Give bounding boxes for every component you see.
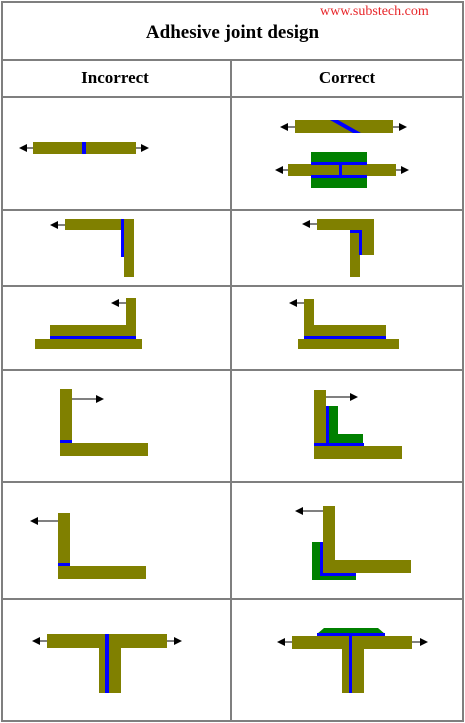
l-butt-joint-pull-diagram — [30, 513, 146, 579]
angle-lap-on-plate-diagram — [289, 299, 399, 349]
t-joint-with-strap-diagram — [277, 628, 428, 693]
column-header-correct: Correct — [318, 68, 376, 87]
l-joint-with-angle-reinforcement-diagram — [314, 390, 402, 459]
table-title: Adhesive joint design — [145, 22, 320, 43]
corner-lap-joint-diagram — [302, 219, 374, 277]
l-butt-joint-diagram — [60, 389, 148, 456]
t-butt-joint-diagram — [32, 634, 182, 693]
watermark: www.substech.com — [320, 4, 429, 19]
column-header-incorrect: Incorrect — [81, 68, 149, 87]
butt-joint-diagram — [19, 142, 149, 154]
l-joint-with-corner-block-diagram — [295, 506, 411, 580]
double-strap-joint-diagram — [275, 152, 409, 188]
angle-butt-on-plate-diagram — [35, 298, 142, 349]
corner-butt-joint-diagram — [50, 219, 134, 277]
scarf-joint-diagram — [280, 120, 407, 133]
